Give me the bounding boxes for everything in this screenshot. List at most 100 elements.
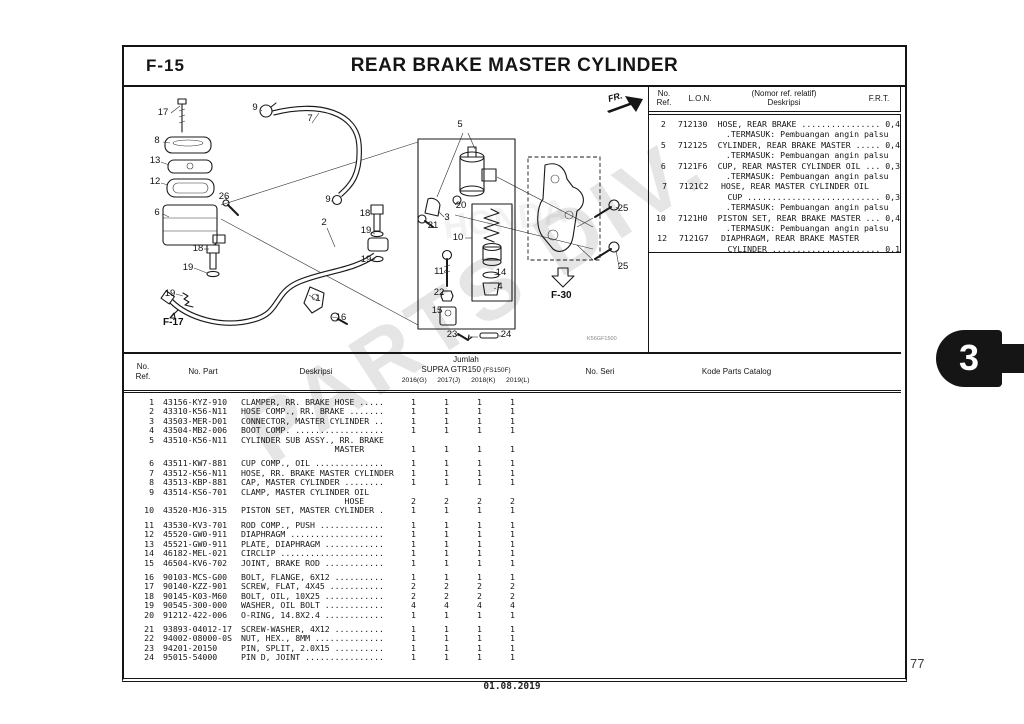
diagram-callout: 20 xyxy=(456,200,467,211)
parts-diagram: HONDA xyxy=(150,90,643,342)
bracket-group xyxy=(527,156,620,288)
diagram-callout: 25 xyxy=(618,261,629,272)
reservoir-group xyxy=(162,98,239,319)
washer-19r1 xyxy=(370,230,384,238)
f30-ref-label: F-30 xyxy=(551,290,572,301)
hose-group xyxy=(160,102,389,326)
bolt-25b xyxy=(594,248,612,260)
diagram-callout: 6 xyxy=(154,207,159,218)
lon-row-line: CYLINDER ...................... 0,1 xyxy=(717,243,900,254)
oil-cup-6 xyxy=(162,204,218,246)
washer-14 xyxy=(482,271,500,279)
fr-arrow-icon xyxy=(607,96,643,113)
diagram-callout: 1 xyxy=(315,293,320,304)
fr-label: FR. xyxy=(607,90,624,104)
joint-15 xyxy=(439,306,457,326)
page-title: REAR BRAKE MASTER CYLINDER xyxy=(350,55,679,76)
bolt-26 xyxy=(222,199,230,207)
diagram-callout: 10 xyxy=(453,232,464,243)
col-no-part: No. Part xyxy=(188,367,218,376)
banjo-fitting xyxy=(367,237,389,252)
lon-row-line: .TERMASUK: Pembuangan angin palsu xyxy=(721,150,889,161)
page-header: F-15 REAR BRAKE MASTER CYLINDER xyxy=(124,47,905,87)
clamp-9 xyxy=(259,104,273,118)
f30-arrow-icon xyxy=(551,267,575,288)
lon-row-line: CUP ........................... 0,3 xyxy=(717,191,900,202)
col-years: 2016(G) 2017(J) 2018(K) 2019(L) xyxy=(401,377,530,384)
diagram-callout: 13 xyxy=(150,155,161,166)
connector-3 xyxy=(424,197,441,217)
nut-22 xyxy=(440,290,454,302)
f17-ref-label: F-17 xyxy=(163,317,184,328)
diagram-callout: 8 xyxy=(154,135,159,146)
revision-date: 01.08.2019 xyxy=(483,681,541,692)
lon-row-line: .TERMASUK: Pembuangan angin palsu xyxy=(721,202,889,213)
page-frame: F-15 REAR BRAKE MASTER CYLINDER HONDA xyxy=(122,45,907,682)
diagram-callout: 25 xyxy=(618,203,629,214)
lon-row-line: .TERMASUK: Pembuangan angin palsu xyxy=(721,171,889,182)
side-tab: 3 xyxy=(936,330,1002,387)
lon-col-lon: L.O.N. xyxy=(688,94,712,103)
leader-lines xyxy=(160,105,620,337)
diagram-callout: 15 xyxy=(432,305,443,316)
diagram-callout: 19 xyxy=(361,254,372,265)
diagram-callout: 21 xyxy=(428,220,439,231)
diagram-callout: 5 xyxy=(457,119,462,130)
diagram-callout: 16 xyxy=(336,312,347,323)
lon-row-line: .TERMASUK: Pembuangan angin palsu xyxy=(721,129,889,140)
boot-4 xyxy=(482,282,500,296)
lon-col-ref: No. Ref. xyxy=(656,89,672,107)
diagram-callout: 18 xyxy=(193,243,204,254)
lon-col-frt: F.R.T. xyxy=(868,94,890,103)
col-kode: Kode Parts Catalog xyxy=(701,367,772,376)
parts-table: No. Ref. No. Part Deskripsi Jumlah SUPRA… xyxy=(124,352,901,668)
pin-d-24 xyxy=(479,332,499,339)
col-no-seri: No. Seri xyxy=(585,367,615,376)
diagram-callout: 9 xyxy=(252,102,257,113)
clamp-9b xyxy=(331,194,343,206)
diagram-callout: 23 xyxy=(447,329,458,340)
side-tab-strip xyxy=(1000,344,1024,373)
drawing-code: K56GF1500 xyxy=(587,336,617,342)
diagram-callout: 19 xyxy=(183,262,194,273)
split-pin-23 xyxy=(457,333,469,341)
col-no-ref: No. Ref. xyxy=(135,362,151,381)
parts-table-header: No. Ref. No. Part Deskripsi Jumlah SUPRA… xyxy=(124,354,901,393)
construction-line xyxy=(220,218,419,326)
construction-line xyxy=(454,214,594,250)
diagram-callout: 17 xyxy=(158,107,169,118)
clamper-1 xyxy=(303,286,325,314)
spring-19 xyxy=(182,292,194,308)
diagram-callout: 2 xyxy=(321,217,326,228)
oil-bolt-18r xyxy=(370,204,384,215)
lon-row-line: .TERMASUK: Pembuangan angin palsu xyxy=(721,223,889,234)
bolt-21 xyxy=(417,214,427,224)
oring-20 xyxy=(452,195,462,205)
page-number: 77 xyxy=(910,656,925,671)
